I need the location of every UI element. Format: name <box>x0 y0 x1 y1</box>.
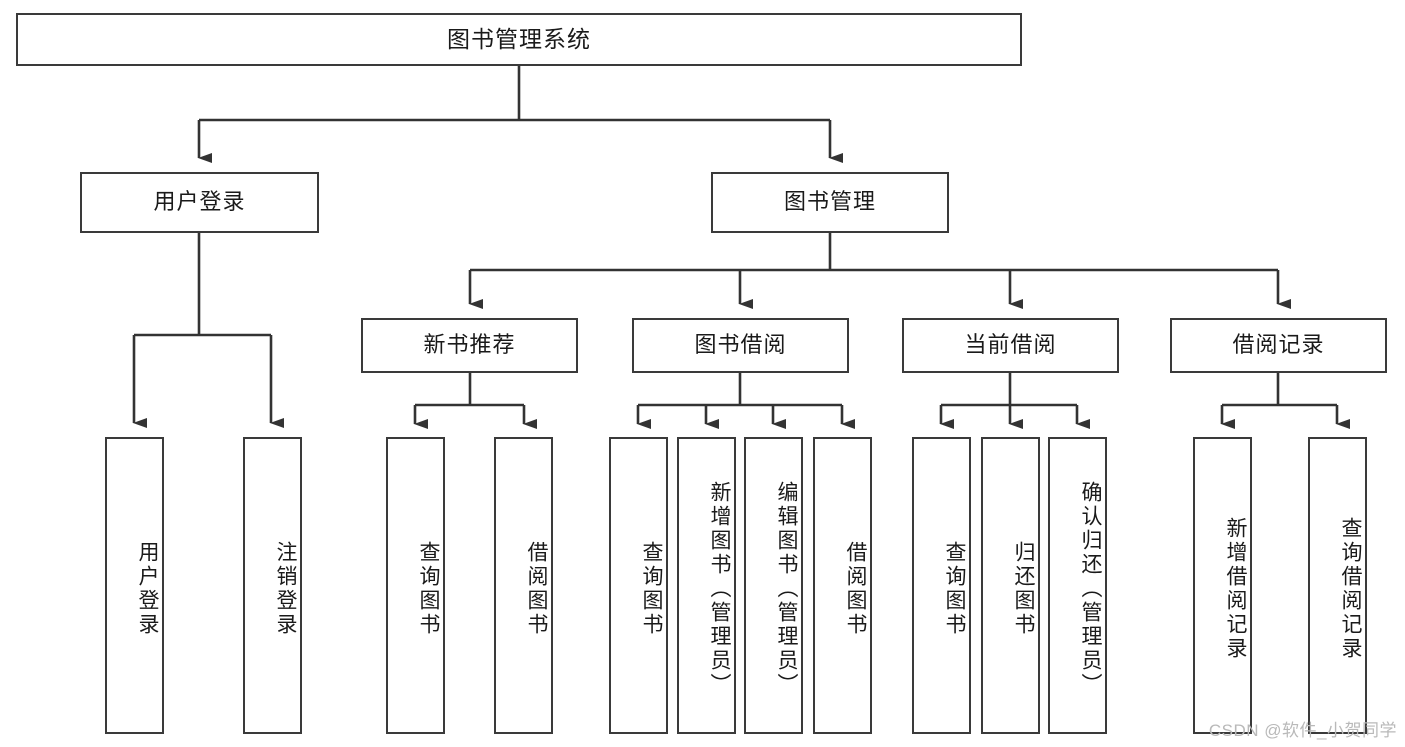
node-root-label: 图书管理系统 <box>447 25 591 52</box>
node-current-borrow-label: 当前借阅 <box>964 332 1057 358</box>
node-book-manage[interactable]: 图书管理 <box>711 172 949 233</box>
leaf-add-record-label: 新增借阅记录 <box>1224 516 1247 661</box>
leaf-edit-book-label: 编辑图书（管理员） <box>775 480 798 697</box>
leaf-query-book-3-label: 查询图书 <box>943 540 966 637</box>
node-borrow-record[interactable]: 借阅记录 <box>1170 318 1387 373</box>
leaf-add-book[interactable]: 新增图书（管理员） <box>677 437 736 734</box>
leaf-confirm-return-label: 确认归还（管理员） <box>1079 480 1102 697</box>
leaf-edit-book[interactable]: 编辑图书（管理员） <box>744 437 803 734</box>
node-new-book-recommend-label: 新书推荐 <box>423 332 516 358</box>
node-book-borrow[interactable]: 图书借阅 <box>632 318 849 373</box>
leaf-query-book-3[interactable]: 查询图书 <box>912 437 971 734</box>
leaf-user-login[interactable]: 用户登录 <box>105 437 164 734</box>
leaf-logout-login-label: 注销登录 <box>274 540 297 637</box>
leaf-query-book-1[interactable]: 查询图书 <box>386 437 445 734</box>
node-root[interactable]: 图书管理系统 <box>16 13 1022 66</box>
leaf-borrow-book-1[interactable]: 借阅图书 <box>494 437 553 734</box>
node-user-login-label: 用户登录 <box>153 189 246 215</box>
leaf-add-book-label: 新增图书（管理员） <box>708 480 731 697</box>
leaf-confirm-return[interactable]: 确认归还（管理员） <box>1048 437 1107 734</box>
leaf-borrow-book-1-label: 借阅图书 <box>525 540 548 637</box>
leaf-logout-login[interactable]: 注销登录 <box>243 437 302 734</box>
node-new-book-recommend[interactable]: 新书推荐 <box>361 318 578 373</box>
leaf-query-record[interactable]: 查询借阅记录 <box>1308 437 1367 734</box>
leaf-return-book-label: 归还图书 <box>1012 540 1035 637</box>
leaf-query-book-2-label: 查询图书 <box>640 540 663 637</box>
leaf-return-book[interactable]: 归还图书 <box>981 437 1040 734</box>
node-book-manage-label: 图书管理 <box>783 189 876 215</box>
node-borrow-record-label: 借阅记录 <box>1232 332 1325 358</box>
leaf-borrow-book-2-label: 借阅图书 <box>844 540 867 637</box>
leaf-query-record-label: 查询借阅记录 <box>1339 516 1362 661</box>
leaf-add-record[interactable]: 新增借阅记录 <box>1193 437 1252 734</box>
node-book-borrow-label: 图书借阅 <box>694 332 787 358</box>
node-current-borrow[interactable]: 当前借阅 <box>902 318 1119 373</box>
leaf-query-book-1-label: 查询图书 <box>417 540 440 637</box>
leaf-borrow-book-2[interactable]: 借阅图书 <box>813 437 872 734</box>
node-user-login[interactable]: 用户登录 <box>80 172 319 233</box>
leaf-query-book-2[interactable]: 查询图书 <box>609 437 668 734</box>
leaf-user-login-label: 用户登录 <box>136 540 159 637</box>
watermark: CSDN @软件_小贺同学 <box>1208 721 1397 740</box>
